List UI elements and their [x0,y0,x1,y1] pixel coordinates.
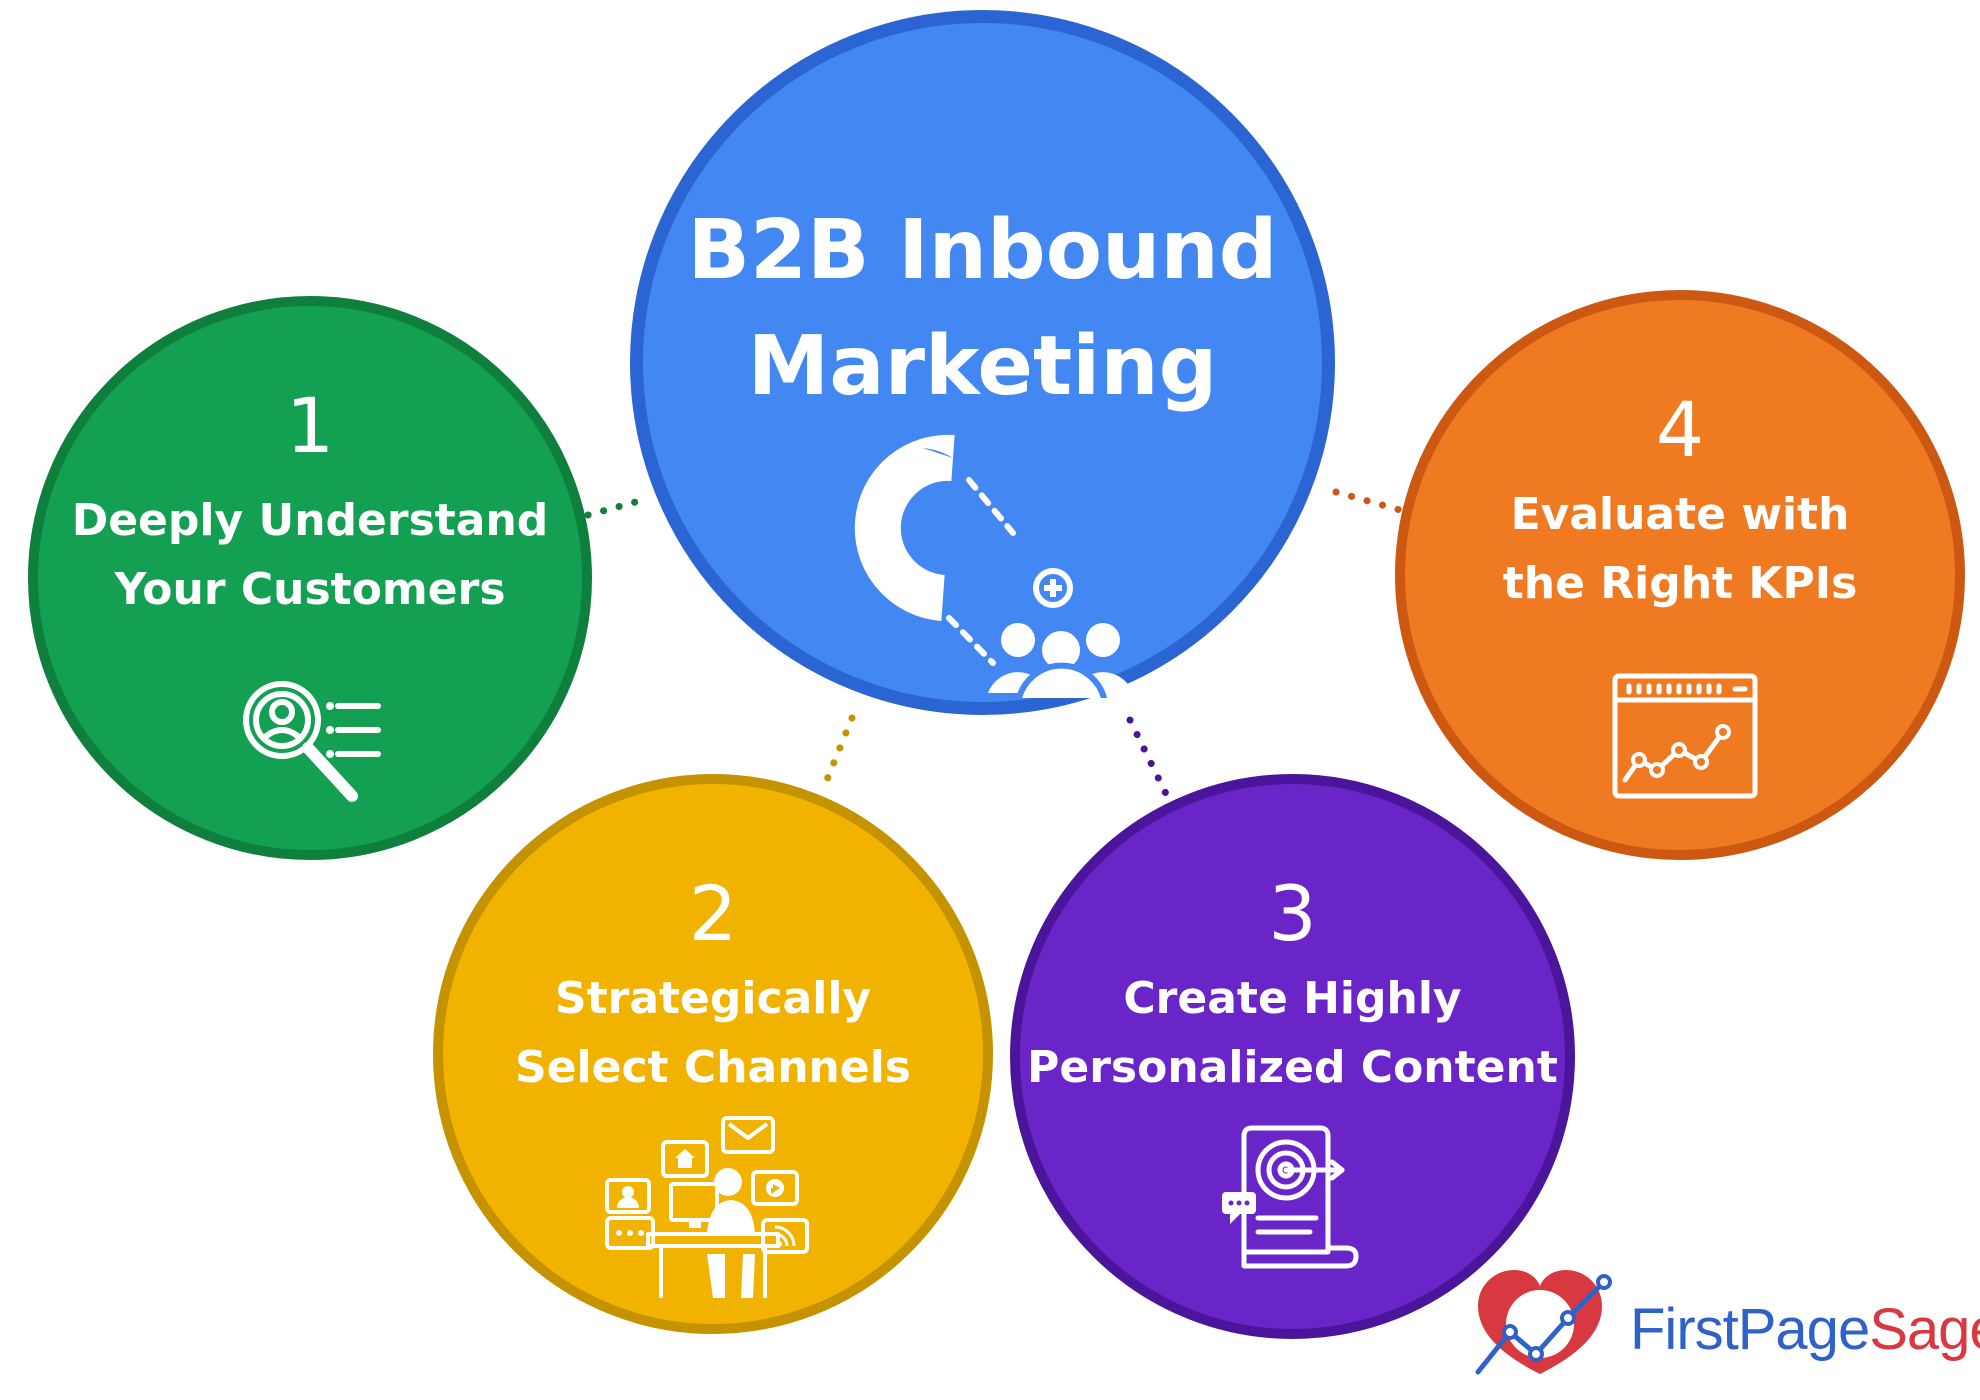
step-1-label-line2: Your Customers [114,564,506,615]
heart-chart-logo-icon [1475,1270,1612,1375]
step-2-circle: 2 Strategically Select Channels [433,774,993,1334]
center-circle: B2B Inbound Marketing [630,10,1335,715]
connector-3 [1126,716,1172,802]
step-4-label-line1: Evaluate with [1510,489,1850,540]
firstpagesage-logo[interactable]: FirstPageSage [1470,1262,1980,1382]
kpi-chart-icon [1612,673,1758,799]
step-3-label: Create Highly Personalized Content [1020,964,1565,1102]
targeted-content-icon [1222,1125,1359,1269]
step-3-number: 3 [1268,869,1317,958]
logo-text-second: Sage [1869,1297,1980,1362]
main-title-line1: B2B Inbound [687,203,1278,298]
step-1-circle: 1 Deeply Understand Your Customers [28,296,592,860]
step-3-label-line1: Create Highly [1123,973,1462,1024]
customer-research-icon [243,681,381,802]
main-title: B2B Inbound Marketing [643,193,1322,425]
magnet-attracting-people-icon [854,434,1133,698]
step-2-number: 2 [688,869,738,958]
step-4-label: Evaluate with the Right KPIs [1405,480,1955,618]
step-3-circle: 3 Create Highly Personalized Content [1010,774,1575,1339]
logo-text-first: FirstPage [1630,1297,1870,1362]
step-4-number: 4 [1655,385,1705,474]
step-3-label-line2: Personalized Content [1027,1042,1558,1093]
main-title-line2: Marketing [747,319,1218,414]
step-4-label-line2: the Right KPIs [1502,558,1858,609]
logo-text: FirstPageSage [1630,1296,1980,1363]
channels-workstation-icon [605,1116,809,1298]
connector-1 [584,494,654,519]
connector-2 [818,714,856,796]
step-1-label: Deeply Understand Your Customers [38,486,582,624]
step-1-label-line1: Deeply Understand [71,495,549,546]
step-2-label: Strategically Select Channels [443,964,983,1102]
connector-4 [1332,488,1404,514]
step-1-number: 1 [285,381,335,470]
step-2-label-line1: Strategically [554,973,872,1024]
step-2-label-line2: Select Channels [515,1042,911,1093]
step-4-circle: 4 Evaluate with the Right KPIs [1395,290,1965,860]
